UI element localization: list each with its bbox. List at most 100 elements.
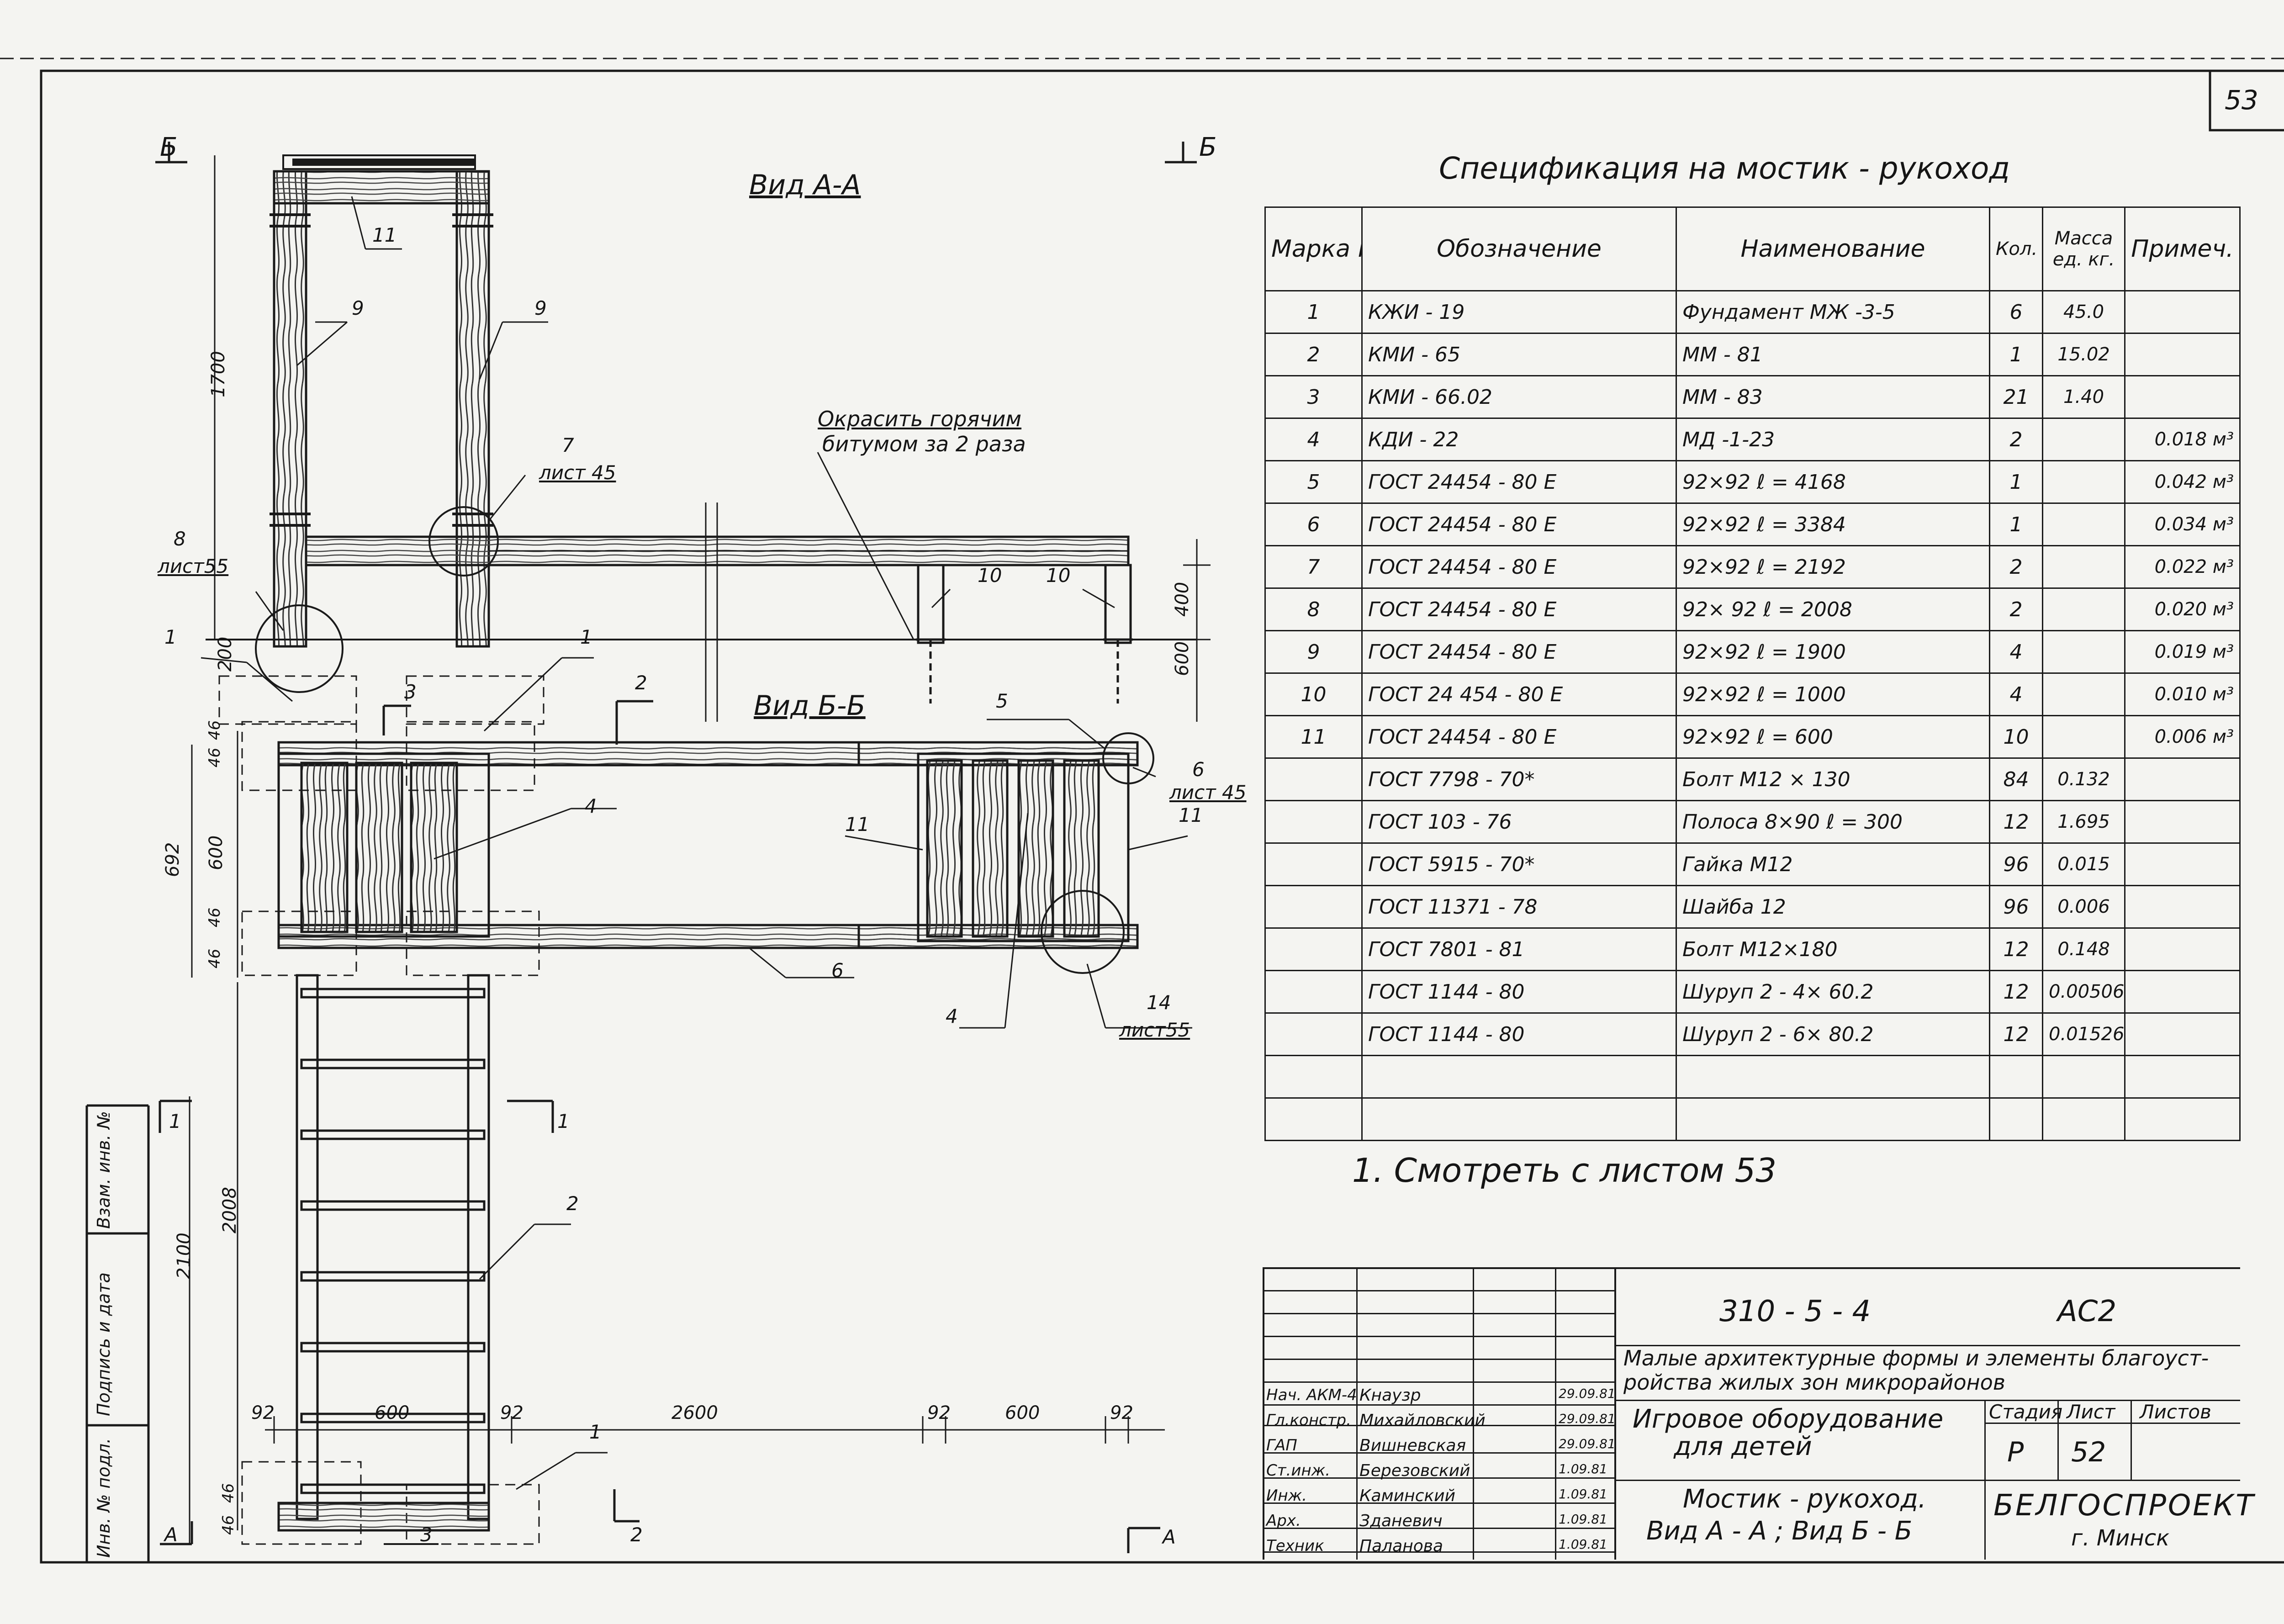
cut-a-right: А [1163,1526,1176,1548]
cut-2-top: 2 [635,672,647,694]
spec-pos: 4 [1264,418,1363,461]
dim-46-ladder-a: 46 [219,1483,238,1503]
spec-name: Шайба 12 [1676,885,1990,929]
callout-11b: 11 [1179,804,1203,826]
spec-note: 0.019 м³ [2124,630,2241,674]
spec-note [2124,1097,2241,1141]
spec-name: 92×92 ℓ = 600 [1676,715,1990,759]
approval-date: 29.09.81 [1559,1386,1616,1401]
view-aa-title: Вид А-А [749,169,861,201]
spec-name: ММ - 83 [1676,375,1990,419]
dim-46-ladder-b: 46 [219,1515,238,1535]
spec-note [2124,757,2241,801]
spec-row [1264,1055,2241,1099]
spec-code [1361,1055,1677,1099]
spec-row [1264,1097,2241,1141]
callout-14: 14 [1147,991,1171,1014]
callout-11a: 11 [845,813,870,836]
spec-code: ГОСТ 24454 - 80 Е [1361,460,1677,504]
project-line2: ройства жилых зон микрорайонов [1623,1370,2005,1395]
spec-qty: 6 [1989,290,2043,334]
spec-qty: 10 [1989,715,2043,759]
spec-name: Полоса 8×90 ℓ = 300 [1676,800,1990,844]
spec-note: 0.020 м³ [2124,587,2241,631]
spec-pos: 3 [1264,375,1363,419]
spec-mass: 15.02 [2042,333,2125,376]
dim-2600: 2600 [671,1402,718,1423]
callout-1a: 1 [164,626,177,648]
spec-code: ГОСТ 24454 - 80 Е [1361,503,1677,546]
spec-note [2124,333,2241,376]
spec-mass [2042,1055,2125,1099]
org-name: БЕЛГОСПРОЕКТ [1993,1489,2256,1523]
spec-note [2124,375,2241,419]
callout-6: 6 [831,959,844,982]
spec-mass: 1.695 [2042,800,2125,844]
spec-qty: 2 [1989,587,2043,631]
cut-2-bottom: 2 [630,1523,643,1546]
callout-8: 8 [174,528,186,550]
approval-name: Кнаузр [1359,1386,1421,1405]
approval-date: 1.09.81 [1559,1461,1607,1476]
stamp-replaced-inv: Взам. инв. № [94,1111,114,1229]
spec-note: 0.034 м³ [2124,503,2241,546]
dim-200: 200 [215,636,236,672]
spec-qty: 84 [1989,757,2043,801]
dim-46c: 46 [206,948,224,968]
cut-b-left: Б [160,132,178,162]
approval-role: Арх. [1266,1512,1301,1530]
approval-name: Паланова [1359,1537,1443,1555]
spec-name [1676,1055,1990,1099]
spec-note: 0.042 м³ [2124,460,2241,504]
spec-qty: 1 [1989,460,2043,504]
spec-code: ГОСТ 24454 - 80 Е [1361,545,1677,589]
spec-code: КДИ - 22 [1361,418,1677,461]
project-line1: Малые архитектурные формы и элементы бла… [1623,1346,2209,1370]
callout-1b: 1 [580,626,592,648]
spec-code: ГОСТ 24454 - 80 Е [1361,630,1677,674]
spec-name: Шуруп 2 - 6× 80.2 [1676,1012,1990,1056]
spec-note [2124,885,2241,929]
callout-7: 7 [562,434,574,456]
spec-qty: 96 [1989,842,2043,886]
spec-code: ГОСТ 11371 - 78 [1361,885,1677,929]
spec-pos: 9 [1264,630,1363,674]
approval-name: Березовский [1359,1461,1470,1480]
spec-pos [1264,1097,1363,1141]
spec-code: ГОСТ 1144 - 80 [1361,1012,1677,1056]
dim-92a: 92 [251,1402,275,1423]
spec-note: 0.022 м³ [2124,545,2241,589]
spec-title: Спецификация на мостик - рукоход [1439,151,2010,186]
approval-name: Зданевич [1359,1512,1443,1530]
spec-code: КМИ - 66.02 [1361,375,1677,419]
approval-name: Михайловский [1359,1411,1486,1430]
approval-date: 29.09.81 [1559,1436,1616,1451]
spec-pos [1264,842,1363,886]
spec-pos [1264,1055,1363,1099]
approval-role: Гл.констр. [1266,1411,1351,1429]
callout-14-sheet: лист55 [1119,1019,1190,1041]
spec-code: ГОСТ 103 - 76 [1361,800,1677,844]
callout-6-sheet: лист 45 [1169,781,1247,804]
spec-pos: 6 [1264,503,1363,546]
callout-8-sheet: лист55 [158,555,229,577]
spec-code: КЖИ - 19 [1361,290,1677,334]
dim-46b: 46 [206,907,224,927]
spec-pos: 1 [1264,290,1363,334]
object-line2: для детей [1674,1432,1812,1461]
doc-mark: АС2 [2057,1295,2117,1328]
dim-600b: 600 [1005,1402,1040,1423]
spec-pos [1264,757,1363,801]
spec-table: Марка поз. Обозначение Наименование Кол.… [1264,206,2241,1141]
dim-92d: 92 [1110,1402,1133,1423]
cut-3-top: 3 [404,681,417,703]
spec-note [2124,1012,2241,1056]
spec-qty: 12 [1989,927,2043,971]
spec-qty [1989,1097,2043,1141]
sheet-header: Лист [2067,1401,2115,1423]
spec-note: 0.018 м³ [2124,418,2241,461]
